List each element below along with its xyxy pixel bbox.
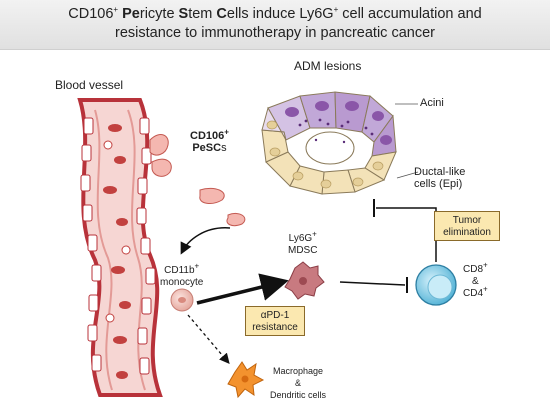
mdsc-cell (284, 261, 325, 300)
blood-vessel (77, 98, 163, 397)
blood-vessel-label: Blood vessel (55, 78, 124, 92)
title-line-2: resistance to immunotherapy in pancreati… (115, 25, 435, 41)
macrophage-cell (227, 361, 265, 399)
monocyte-label: CD11b+ monocyte (160, 261, 204, 288)
tcell-inhibition (373, 199, 437, 262)
ductal-nuclei (266, 120, 384, 189)
adm-lesions-label: ADM lesions (294, 59, 362, 73)
mdsc-inhibition (339, 277, 408, 293)
t-cell (415, 264, 457, 306)
adm-lesion (261, 91, 397, 195)
pescs-label: CD106+ PeSCs (190, 127, 229, 154)
acini-nuclei (285, 101, 392, 145)
macrophage-label: Macrophage & Dendritic cells (270, 366, 327, 400)
page-title: CD106+ Pericyte Stem Cells induce Ly6G+ … (0, 0, 550, 50)
mdsc-label: Ly6G+ MDSC (288, 229, 318, 256)
tcell-label: CD8+ & CD4+ (463, 260, 488, 299)
pesc-cells (149, 134, 246, 227)
acini-label: Acini (420, 97, 444, 109)
monocyte-cell (170, 288, 194, 312)
acini-granules (298, 118, 374, 144)
title-line-1: CD106+ Pericyte Stem Cells induce Ly6G+ … (68, 5, 482, 22)
